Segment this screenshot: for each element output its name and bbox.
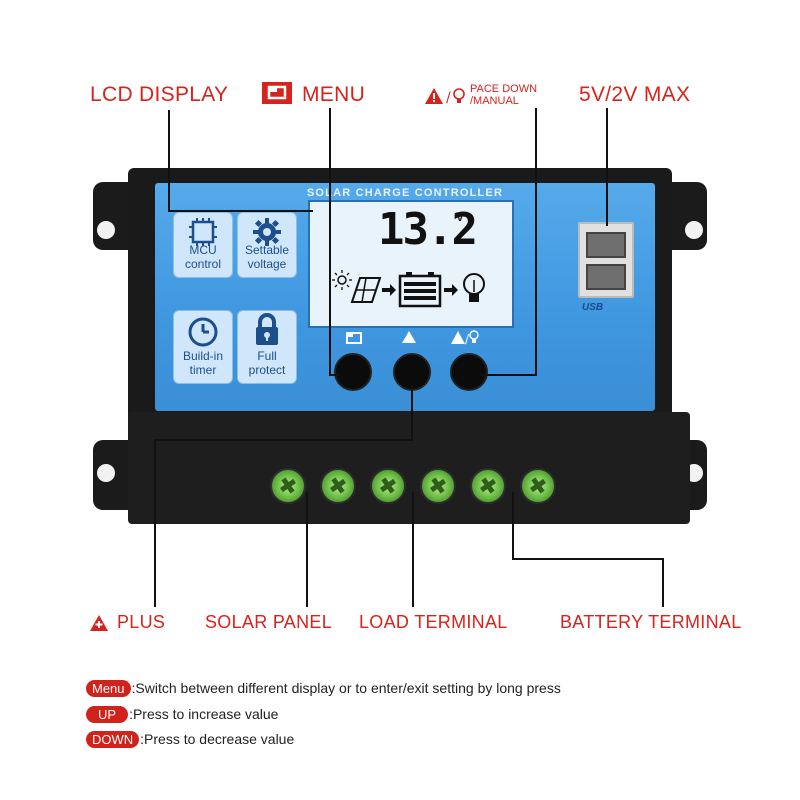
lcd-display-label: LCD DISPLAY	[90, 83, 229, 106]
legend-key-down: DOWN	[86, 731, 140, 748]
lcd-screen: 13.2 v	[308, 200, 514, 328]
legend-key-up: UP	[86, 706, 129, 723]
plus-label: PLUS	[117, 612, 166, 632]
legend-row-down: DOWN:Press to decrease value	[86, 731, 294, 748]
leader-line	[606, 108, 608, 226]
svg-text:/: /	[465, 332, 470, 345]
legend-row-up: UP:Press to increase value	[86, 706, 278, 723]
leader-line	[168, 110, 170, 212]
lcd-voltage-unit: v	[456, 208, 464, 225]
clock-icon	[188, 317, 218, 347]
gear-icon	[253, 218, 281, 246]
up-button[interactable]	[393, 353, 431, 391]
leader-line	[512, 558, 664, 560]
menu-symbol-icon	[346, 331, 362, 350]
lcd-voltage-value: 13.2	[378, 204, 478, 255]
up-symbol-icon	[401, 330, 417, 349]
leader-line	[480, 374, 537, 376]
solar-terminal-negative	[320, 468, 356, 504]
leader-line	[412, 492, 414, 607]
lock-icon	[256, 313, 278, 345]
menu-button[interactable]	[334, 353, 372, 391]
arrow-icon	[382, 284, 396, 296]
pace-down-label: PACE DOWN /MANUAL	[470, 83, 538, 107]
solar-terminal-positive	[270, 468, 306, 504]
menu-label: MENU	[302, 83, 366, 106]
sun-icon	[332, 270, 352, 290]
usb-port	[578, 222, 634, 298]
warning-icon	[89, 614, 109, 637]
usb-max-label: 5V/2V MAX	[579, 83, 691, 106]
down-manual-symbol-icon: /	[450, 329, 480, 350]
menu-icon	[262, 82, 292, 104]
load-terminal-label: LOAD TERMINAL	[359, 612, 508, 632]
leader-line	[154, 439, 413, 441]
leader-line	[662, 558, 664, 607]
chip-icon	[189, 218, 217, 246]
battery-terminal-positive	[470, 468, 506, 504]
down-manual-button[interactable]	[450, 353, 488, 391]
load-terminal-negative	[420, 468, 456, 504]
mount-hole	[97, 221, 115, 239]
battery-terminal-label: BATTERY TERMINAL	[560, 612, 742, 632]
leader-line	[329, 374, 339, 376]
leader-line	[168, 210, 313, 212]
solar-panel-icon	[350, 277, 382, 303]
legend-row-menu: Menu:Switch between different display or…	[86, 680, 561, 697]
leader-line	[329, 108, 331, 376]
leader-line	[411, 385, 413, 441]
mount-hole	[685, 221, 703, 239]
load-terminal-positive	[370, 468, 406, 504]
bulb-icon	[463, 273, 485, 302]
leader-line	[306, 492, 308, 607]
svg-text:/: /	[446, 90, 451, 106]
panel-title: SOLAR CHARGE CONTROLLER	[306, 187, 504, 199]
battery-icon	[398, 272, 442, 308]
leader-line	[512, 492, 514, 560]
solar-panel-label: SOLAR PANEL	[205, 612, 333, 632]
leader-line	[154, 439, 156, 607]
leader-line	[535, 108, 537, 376]
arrow-icon	[444, 284, 458, 296]
warning-down-icon: /	[424, 86, 466, 111]
battery-terminal-negative	[520, 468, 556, 504]
legend-key-menu: Menu	[86, 680, 131, 697]
usb-label: USB	[582, 302, 604, 313]
terminal-block	[128, 412, 690, 524]
mount-hole	[97, 464, 115, 482]
